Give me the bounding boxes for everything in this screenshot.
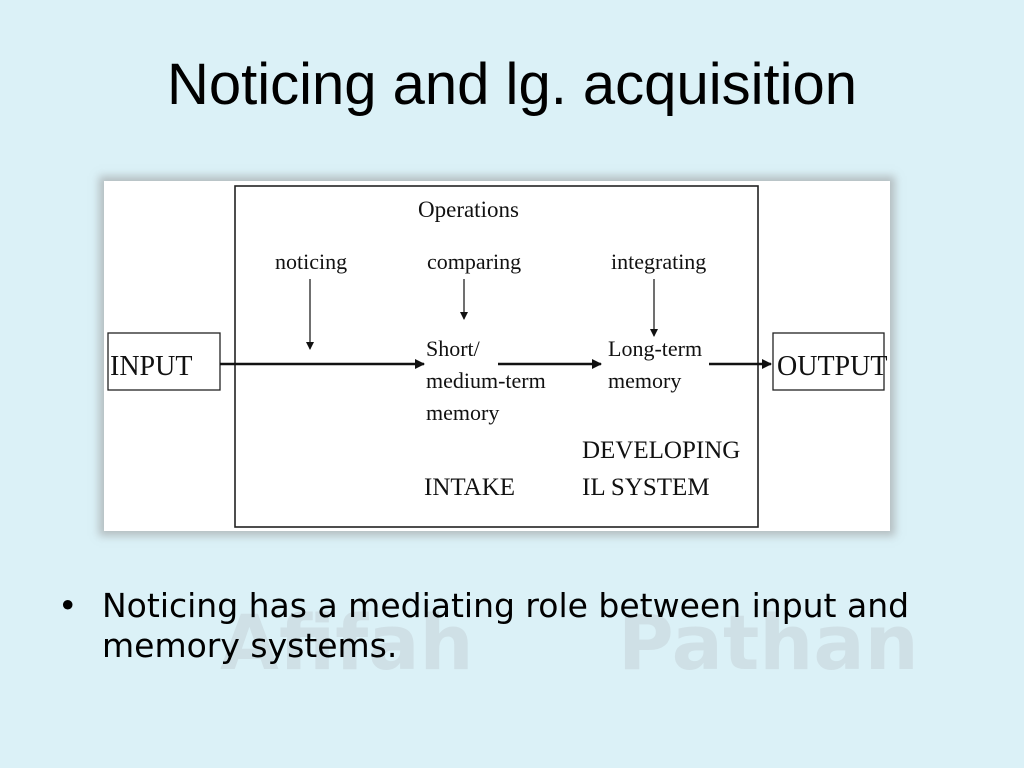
operation-comparing: comparing (427, 249, 521, 274)
bullet-text: Noticing has a mediating role between in… (102, 586, 910, 666)
il-system-line-1: DEVELOPING (582, 437, 740, 464)
short-memory-line-1: Short/ (426, 336, 481, 361)
watermark-afifah: Afifah (220, 598, 474, 687)
input-box (107, 332, 221, 391)
operation-integrating: integrating (611, 249, 706, 274)
il-system-line-2: IL SYSTEM (582, 474, 710, 501)
long-memory-line-2: memory (608, 368, 681, 393)
watermark-pathan: Pathan (618, 598, 919, 687)
short-memory-line-2: medium-term (426, 368, 546, 393)
intake-label: INTAKE (424, 474, 515, 501)
bullet-dot-icon: • (58, 586, 78, 625)
long-memory-line-1: Long-term (608, 336, 702, 361)
operation-noticing: noticing (275, 249, 347, 274)
output-box (772, 332, 885, 391)
noticing-diagram: Operations noticing comparing integratin… (107, 185, 887, 528)
slide-title: Noticing and lg. acquisition (167, 52, 857, 117)
bullet-item: • Noticing has a mediating role between … (58, 586, 958, 667)
short-memory-line-3: memory (426, 400, 499, 425)
input-label: INPUT (110, 351, 192, 382)
operations-box (234, 185, 759, 528)
operations-label: Operations (418, 197, 519, 222)
output-label: OUTPUT (777, 351, 887, 382)
bullet-list: • Noticing has a mediating role between … (58, 586, 958, 667)
diagram-figure: Operations noticing comparing integratin… (104, 181, 890, 531)
